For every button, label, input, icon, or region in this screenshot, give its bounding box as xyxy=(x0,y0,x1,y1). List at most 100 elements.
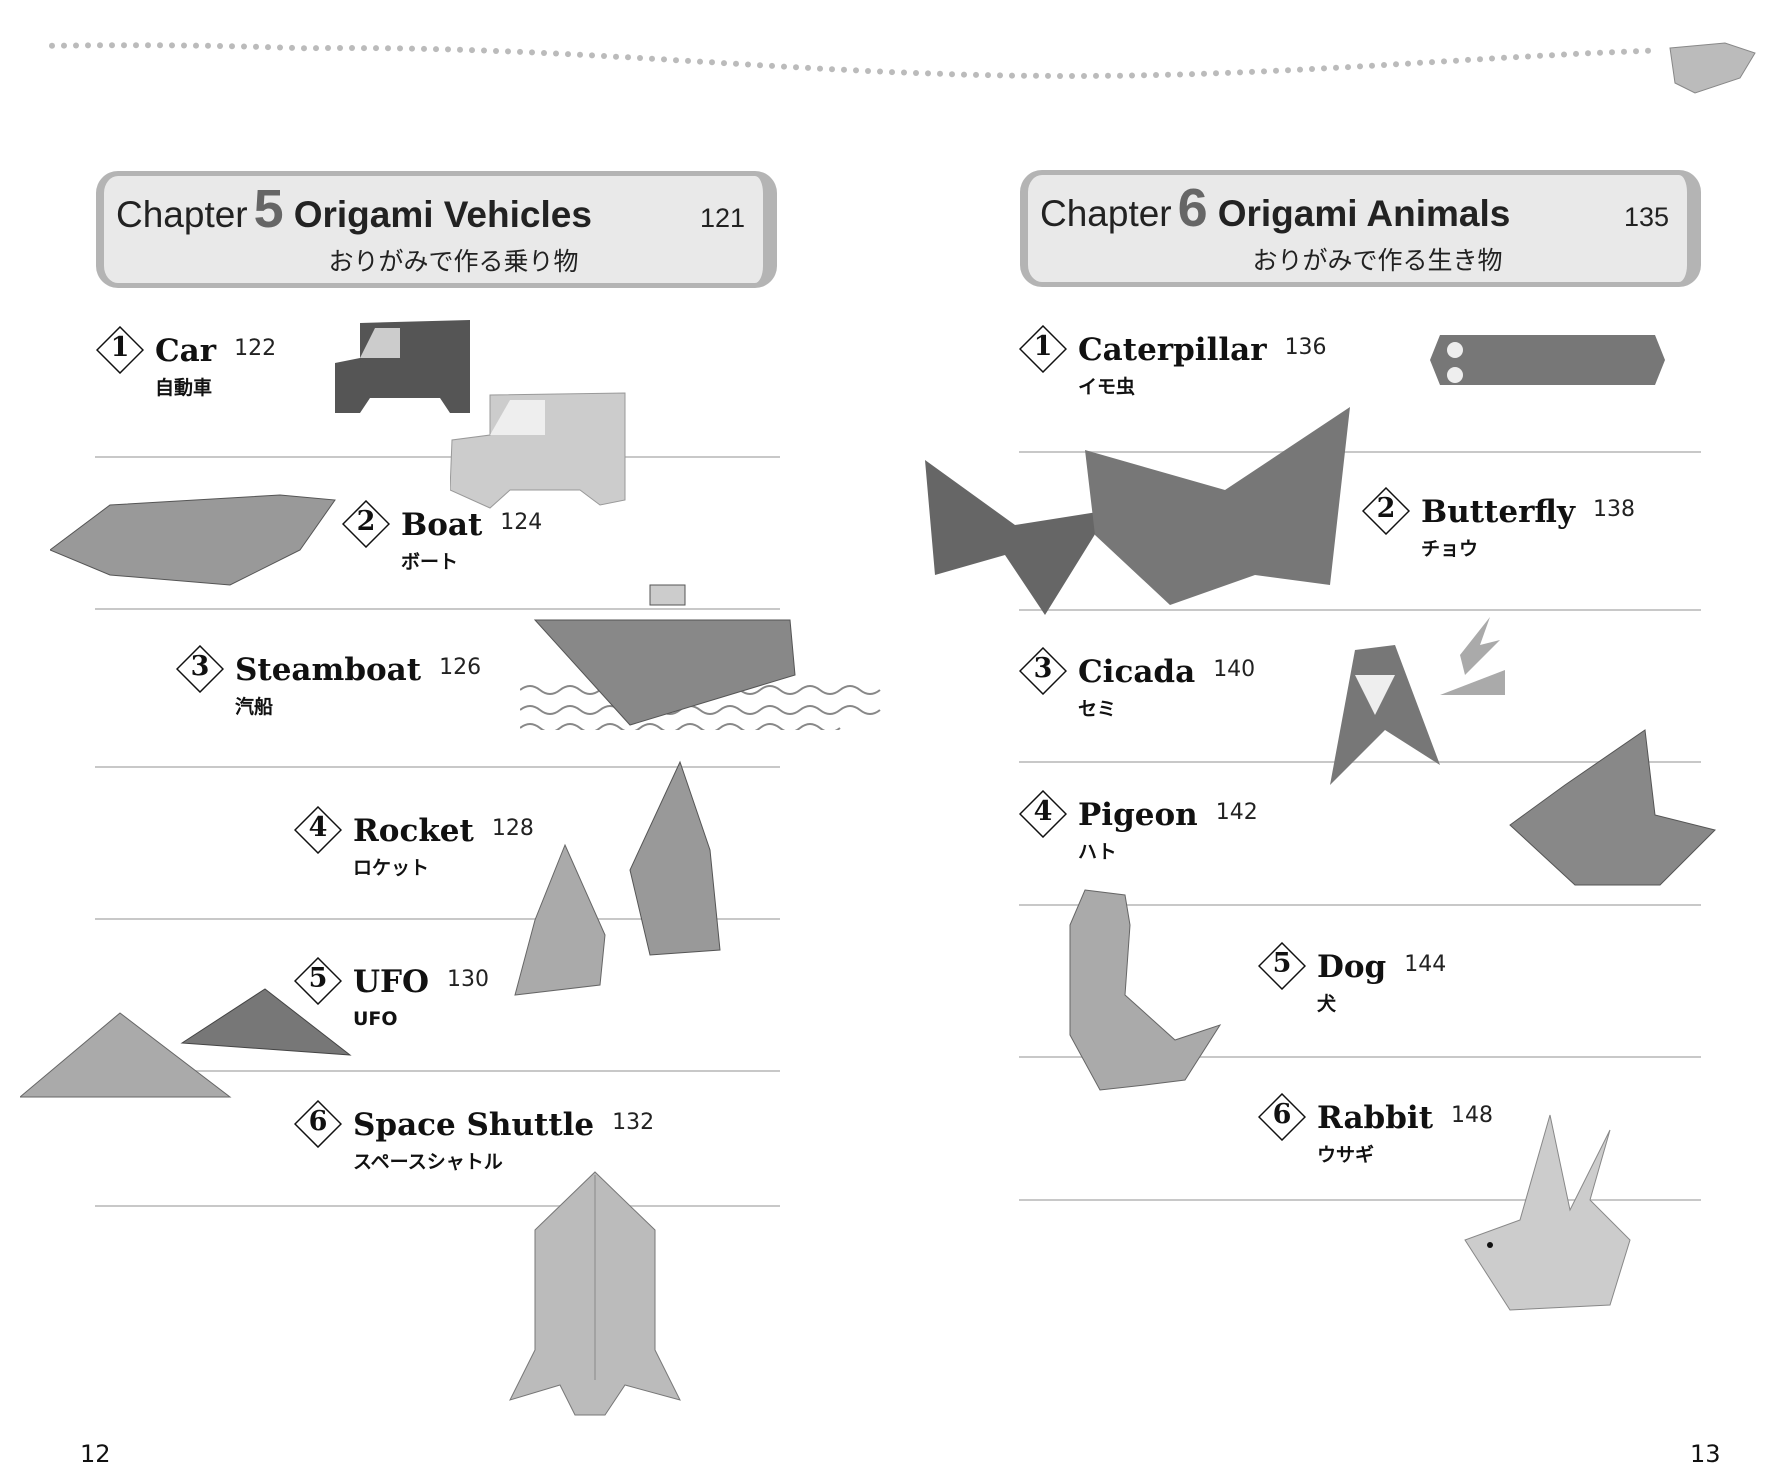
wave-dot xyxy=(1369,62,1375,69)
wave-dot xyxy=(217,43,223,49)
dotted-wave-decoration xyxy=(49,42,1651,79)
chapter-title: Origami Animals xyxy=(1217,193,1511,234)
wave-dot xyxy=(973,71,979,78)
wave-dot xyxy=(961,71,967,78)
wave-dot xyxy=(793,64,799,71)
wave-dot xyxy=(1585,50,1591,57)
wave-dot xyxy=(1273,67,1279,74)
toc-entry[interactable]: 3 Cicada 140 セミ xyxy=(1019,647,1439,727)
wave-dot xyxy=(1309,66,1315,72)
entry-jp-title: ハト xyxy=(1078,841,1117,863)
chapter-6-header: Chapter 6 Origami Animals 135 おりがみで作る生き物 xyxy=(1020,170,1701,287)
entry-page: 128 xyxy=(491,816,534,841)
diamond-number-badge: 2 xyxy=(1362,487,1410,535)
entry-page: 124 xyxy=(500,510,543,535)
pigeon-photo xyxy=(1509,729,1716,886)
wave-dot xyxy=(901,69,907,76)
wave-dot xyxy=(673,57,679,64)
wave-dot xyxy=(1597,49,1603,56)
diamond-number-badge: 4 xyxy=(1019,790,1067,838)
wave-dot xyxy=(613,53,619,60)
wave-dot xyxy=(241,43,247,50)
page-number-right: 13 xyxy=(1690,1440,1721,1468)
dog-photo xyxy=(1069,889,1222,1091)
divider xyxy=(1019,609,1701,611)
wave-dot xyxy=(1033,72,1039,79)
wave-dot xyxy=(1549,52,1555,59)
wave-dot xyxy=(841,66,847,73)
wave-dot xyxy=(409,45,415,52)
wave-dot xyxy=(1129,72,1135,79)
wave-dot xyxy=(181,42,187,49)
wave-dot xyxy=(1165,71,1171,78)
wave-dot xyxy=(757,62,763,69)
diamond-number-badge: 1 xyxy=(96,326,144,374)
wave-dot xyxy=(1141,72,1147,79)
wave-dot xyxy=(529,49,535,56)
chapter-number: 6 xyxy=(1177,178,1208,238)
wave-dot xyxy=(385,45,391,52)
car-photo xyxy=(335,320,470,413)
wave-dot xyxy=(661,56,667,63)
diamond-number-badge: 3 xyxy=(1019,647,1067,695)
wave-dot xyxy=(1357,63,1363,70)
entry-title: Butterfly xyxy=(1421,494,1575,530)
wave-dot xyxy=(889,69,895,76)
diamond-number-badge: 5 xyxy=(294,957,342,1005)
wave-dot xyxy=(721,60,727,67)
wave-dot xyxy=(301,45,307,52)
entry-number: 4 xyxy=(308,812,328,843)
wave-dot xyxy=(685,57,691,64)
entry-title: Dog xyxy=(1317,949,1387,985)
wave-dot xyxy=(553,50,559,57)
wave-dot xyxy=(517,48,523,55)
wave-dot xyxy=(1501,54,1507,61)
wave-dot xyxy=(1237,69,1243,76)
ufo-photo xyxy=(20,988,352,1098)
wave-dot xyxy=(781,63,787,70)
wave-dot xyxy=(1633,48,1639,55)
caterpillar-photo xyxy=(1430,335,1665,385)
entry-number: 5 xyxy=(1272,948,1292,979)
wave-dot xyxy=(61,42,67,49)
boat-photo xyxy=(50,494,336,586)
wave-dot xyxy=(433,46,439,53)
wave-dot xyxy=(697,58,703,65)
entry-jp-title: 犬 xyxy=(1317,993,1337,1015)
wave-dot xyxy=(1453,57,1459,64)
wave-dot xyxy=(121,42,127,49)
wave-dot xyxy=(1069,73,1075,79)
entry-number: 5 xyxy=(308,963,328,994)
wave-dot xyxy=(997,72,1003,79)
butterfly-photo xyxy=(925,407,1350,615)
wave-dot xyxy=(1321,65,1327,72)
entry-title: Cicada xyxy=(1078,654,1196,690)
wave-dot xyxy=(481,47,487,54)
wave-dot xyxy=(97,42,103,49)
wave-dot xyxy=(349,45,355,51)
wave-dot xyxy=(469,47,475,54)
wave-dot xyxy=(637,55,643,61)
wave-dot xyxy=(1009,72,1015,79)
entry-page: 140 xyxy=(1213,657,1256,682)
entry-title: Car xyxy=(155,333,217,369)
entry-jp-title: ボート xyxy=(401,551,459,573)
entry-jp-title: ウサギ xyxy=(1317,1144,1375,1166)
wave-dot xyxy=(577,51,583,58)
entry-number: 2 xyxy=(1376,493,1396,524)
wave-dot xyxy=(1573,50,1579,57)
wave-dot xyxy=(73,42,79,49)
entry-jp-title: セミ xyxy=(1078,698,1117,720)
chapter-jp-title: おりがみで作る乗り物 xyxy=(328,247,579,276)
